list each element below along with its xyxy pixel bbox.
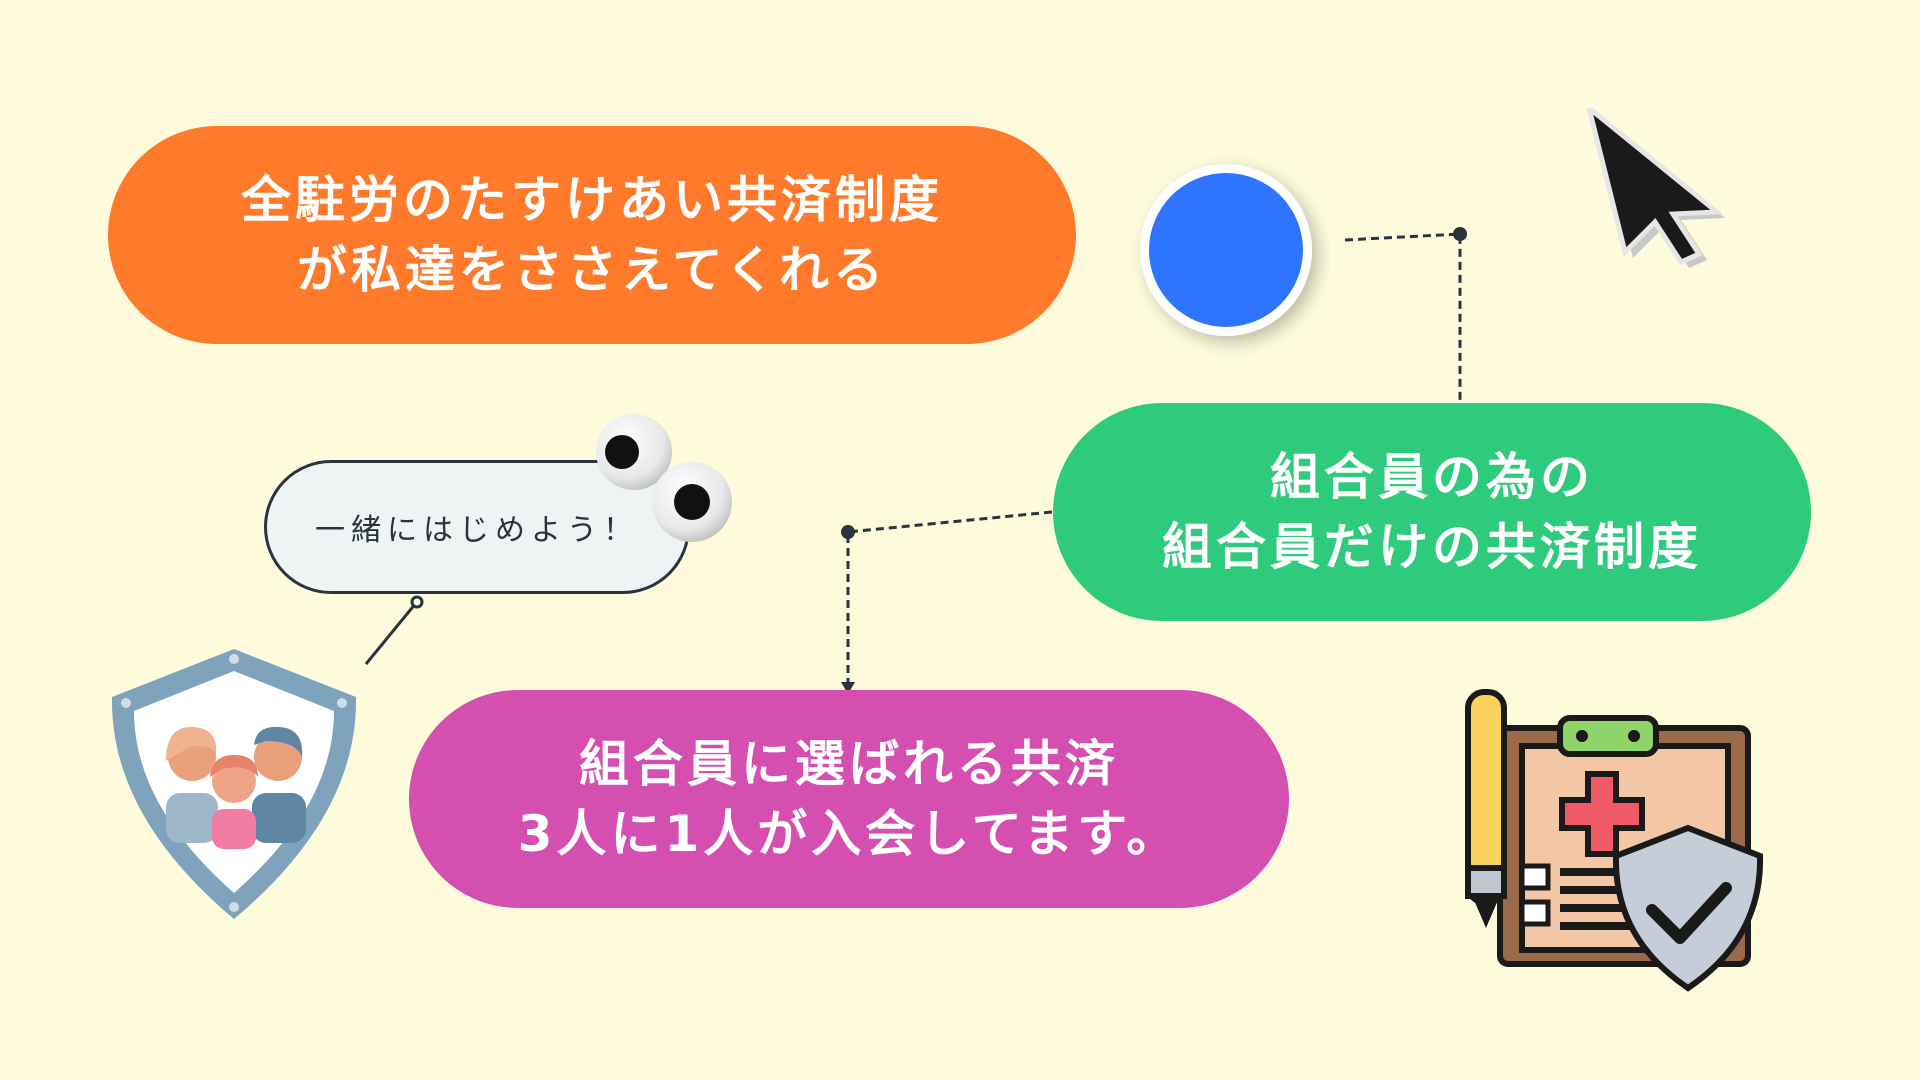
banner-magenta-line1: 組合員に選ばれる共済 [579,735,1119,793]
banner-orange-line2: が私達をささえてくれる [297,241,887,299]
connector-arrowhead [841,682,855,694]
connector-node-left [841,525,855,539]
speech-bubble: 一緒にはじめよう！ [264,460,690,594]
banner-magenta-line2: 3人に1人が入会してます。 [517,805,1181,863]
banner-orange: 全駐労のたすけあい共済制度 が私達をささえてくれる [108,126,1076,344]
googly-eyes-icon [596,414,732,542]
blue-circle-icon [1140,164,1312,336]
banner-orange-line1: 全駐労のたすけあい共済制度 [241,171,943,229]
medical-insurance-document-icon [1465,689,1764,992]
speech-tail-node [410,595,424,609]
connector-green-to-magenta [846,510,1053,685]
banner-green: 組合員の為の 組合員だけの共済制度 [1053,403,1811,621]
connector-dot-to-green [1344,232,1462,402]
family-shield-icon [111,649,357,919]
connector-node-top [1453,227,1467,241]
banner-green-line2: 組合員だけの共済制度 [1162,518,1702,576]
cursor-arrow-icon [1586,108,1725,268]
speech-tail-line [364,602,418,665]
speech-bubble-text: 一緒にはじめよう！ [315,513,639,548]
banner-magenta: 組合員に選ばれる共済 3人に1人が入会してます。 [409,690,1289,908]
banner-green-line1: 組合員の為の [1270,448,1594,506]
